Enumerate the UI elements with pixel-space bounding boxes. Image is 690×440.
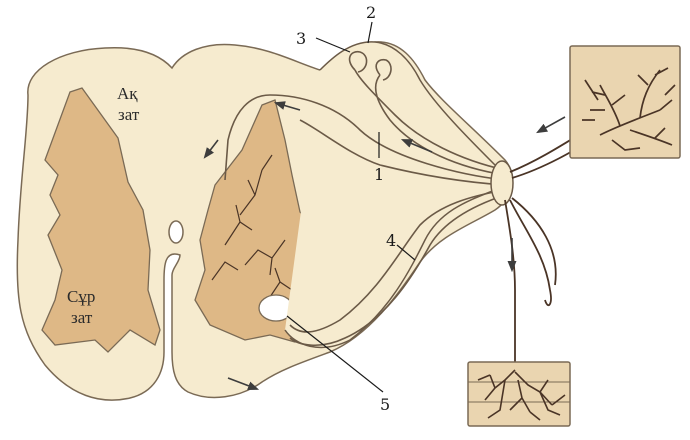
arrow-ventral [227, 377, 260, 391]
white-matter-label-line1: Ақ [117, 84, 138, 103]
grey-matter-label-line2: зат [71, 308, 93, 327]
ganglion-loops [348, 50, 392, 81]
white-matter-label-line2: зат [118, 105, 140, 124]
label-2: 2 [366, 3, 376, 22]
leader-4 [396, 244, 416, 261]
central-canal [168, 220, 184, 244]
nerve-trunk [490, 160, 514, 206]
arrow-white-matter [203, 139, 219, 159]
grey-matter-right [194, 99, 319, 343]
muscle-effector-box [467, 361, 571, 427]
label-1: 1 [374, 165, 384, 184]
direction-arrows [203, 101, 566, 391]
leader-lines [286, 21, 416, 393]
grey-matter-left [41, 87, 161, 353]
leader-5 [286, 315, 384, 393]
arrow-afferent-ganglion [400, 139, 433, 153]
leader-3 [315, 37, 351, 53]
grey-matter-label-line1: Сұр [67, 287, 95, 306]
motor-fibers [504, 197, 557, 370]
fiber-paths [224, 69, 506, 346]
arrow-dorsal [273, 101, 301, 111]
leader-2 [367, 21, 373, 44]
label-4: 4 [386, 231, 396, 250]
skin-receptor-box [569, 45, 681, 159]
arrow-afferent-skin [536, 116, 566, 134]
grey-matter-fibers [211, 154, 293, 301]
label-3: 3 [296, 29, 306, 48]
label-5: 5 [380, 395, 390, 414]
